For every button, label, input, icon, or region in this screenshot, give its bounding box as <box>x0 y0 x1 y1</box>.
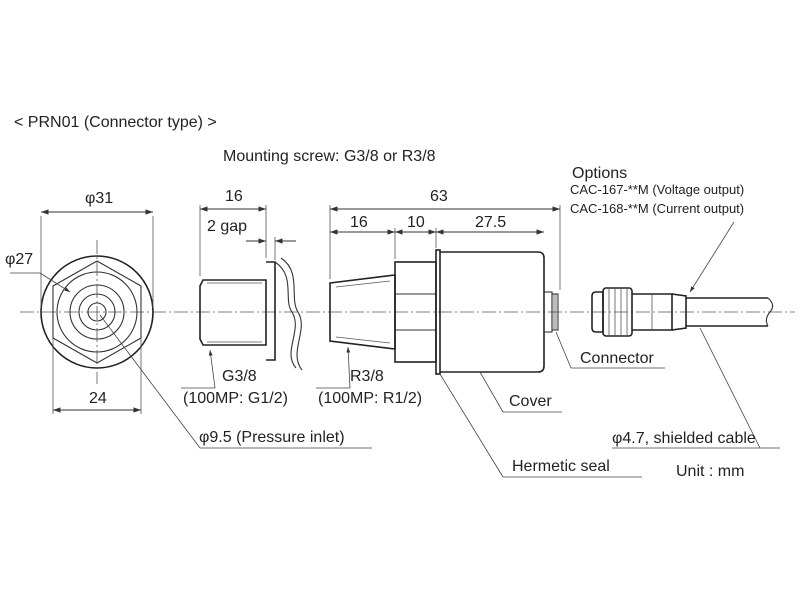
r-thread-alt-label: (100MP: R1/2) <box>318 390 423 407</box>
g-thread-alt-label: (100MP: G1/2) <box>183 390 288 407</box>
option-voltage: CAC-167-**M (Voltage output) <box>570 182 745 197</box>
connector-label: Connector <box>580 350 654 367</box>
option-cable <box>591 221 780 449</box>
dim-g-fitting-length: 16 <box>225 188 243 205</box>
options-heading: Options <box>572 165 628 182</box>
cover-label: Cover <box>509 393 552 410</box>
dim-gap: 2 gap <box>207 218 248 235</box>
sensor-body <box>316 205 665 478</box>
dim-seg-3: 27.5 <box>475 214 507 231</box>
cable-label: φ4.7, shielded cable <box>612 430 756 447</box>
g-thread-label: G3/8 <box>222 368 257 385</box>
dim-hex-diameter: φ27 <box>5 251 34 268</box>
drawing-title: < PRN01 (Connector type) > <box>14 114 217 131</box>
dim-total-length: 63 <box>430 188 448 205</box>
unit-note: Unit : mm <box>676 463 745 480</box>
dim-outer-diameter: φ31 <box>85 190 114 207</box>
connector <box>551 293 559 331</box>
option-current: CAC-168-**M (Current output) <box>570 201 745 216</box>
r-thread-label: R3/8 <box>350 368 384 385</box>
g-fitting <box>181 205 303 389</box>
dim-seg-2: 10 <box>407 214 425 231</box>
dim-seg-1: 16 <box>350 214 368 231</box>
hermetic-seal-label: Hermetic seal <box>512 458 610 475</box>
hermetic-seal-flange <box>435 249 441 375</box>
pressure-inlet-label: φ9.5 (Pressure inlet) <box>199 429 345 446</box>
dim-across-flats: 24 <box>89 390 107 407</box>
mounting-screw-note: Mounting screw: G3/8 or R3/8 <box>223 148 436 165</box>
end-view <box>10 209 372 449</box>
